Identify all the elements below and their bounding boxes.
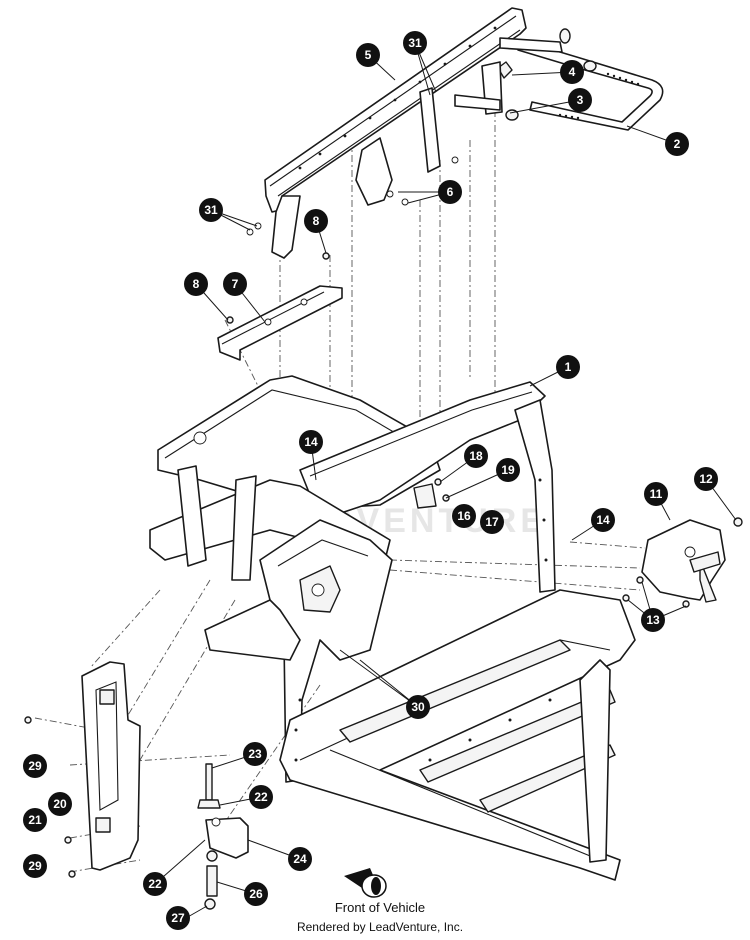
- callout-8-left: 8: [184, 272, 208, 296]
- svg-text:17: 17: [485, 515, 499, 529]
- svg-text:29: 29: [28, 759, 42, 773]
- svg-text:24: 24: [293, 852, 307, 866]
- callout-3: 3: [568, 88, 592, 112]
- svg-text:4: 4: [569, 65, 576, 79]
- callout-14-right: 14: [591, 508, 615, 532]
- svg-text:13: 13: [646, 613, 660, 627]
- svg-text:5: 5: [365, 48, 372, 62]
- svg-text:3: 3: [577, 93, 584, 107]
- callout-17: 17: [480, 510, 504, 534]
- callout-19: 19: [496, 458, 520, 482]
- callout-29-bottom: 29: [23, 854, 47, 878]
- callout-6: 6: [438, 180, 462, 204]
- svg-text:6: 6: [447, 185, 454, 199]
- part-7-bracket: [217, 252, 343, 361]
- svg-text:29: 29: [28, 859, 42, 873]
- callout-13: 13: [641, 608, 665, 632]
- front-of-vehicle-label: Front of Vehicle: [334, 900, 426, 915]
- svg-text:8: 8: [313, 214, 320, 228]
- svg-text:22: 22: [254, 790, 268, 804]
- callout-31-left: 31: [199, 198, 223, 222]
- svg-text:11: 11: [650, 487, 663, 501]
- svg-text:31: 31: [408, 36, 422, 50]
- callout-14-left: 14: [299, 430, 323, 454]
- part-11-side-bracket: [622, 517, 743, 608]
- svg-text:8: 8: [193, 277, 200, 291]
- svg-text:1: 1: [565, 360, 572, 374]
- callout-21: 21: [23, 808, 47, 832]
- callout-8-top: 8: [304, 209, 328, 233]
- svg-text:14: 14: [304, 435, 318, 449]
- callout-31-top: 31: [403, 31, 427, 55]
- svg-text:27: 27: [171, 911, 185, 925]
- front-direction-arrow-icon: [344, 868, 387, 898]
- callout-16: 16: [452, 504, 476, 528]
- svg-text:23: 23: [248, 747, 262, 761]
- svg-text:31: 31: [204, 203, 218, 217]
- svg-text:16: 16: [457, 509, 471, 523]
- part-5-upper-beam: [246, 7, 563, 259]
- callout-12: 12: [694, 467, 718, 491]
- render-credit: Rendered by LeadVenture, Inc.: [296, 920, 464, 934]
- part-2-grab-handle: [497, 28, 664, 131]
- callout-4: 4: [560, 60, 584, 84]
- svg-text:20: 20: [53, 797, 67, 811]
- svg-text:14: 14: [596, 513, 610, 527]
- svg-text:2: 2: [674, 137, 681, 151]
- svg-text:19: 19: [501, 463, 515, 477]
- svg-text:18: 18: [469, 449, 483, 463]
- part-24-latch-bracket: [197, 763, 249, 910]
- callout-30: 30: [406, 695, 430, 719]
- part-20-trim-panel: [24, 661, 141, 878]
- callout-2: 2: [665, 132, 689, 156]
- callout-18: 18: [464, 444, 488, 468]
- svg-text:7: 7: [232, 277, 239, 291]
- callout-5: 5: [356, 43, 380, 67]
- callout-20: 20: [48, 792, 72, 816]
- part-16-hinge: [413, 478, 450, 509]
- callout-26: 26: [244, 882, 268, 906]
- callout-1: 1: [556, 355, 580, 379]
- callout-29-top: 29: [23, 754, 47, 778]
- svg-text:21: 21: [28, 813, 42, 827]
- callout-22-bottom: 22: [143, 872, 167, 896]
- svg-text:30: 30: [411, 700, 425, 714]
- svg-text:12: 12: [699, 472, 713, 486]
- callout-27: 27: [166, 906, 190, 930]
- callout-7: 7: [223, 272, 247, 296]
- part-1-main-frame: [149, 375, 636, 881]
- callout-11: 11: [644, 482, 668, 506]
- callout-22-top: 22: [249, 785, 273, 809]
- callout-24: 24: [288, 847, 312, 871]
- callout-23: 23: [243, 742, 267, 766]
- svg-text:22: 22: [148, 877, 162, 891]
- svg-text:26: 26: [249, 887, 263, 901]
